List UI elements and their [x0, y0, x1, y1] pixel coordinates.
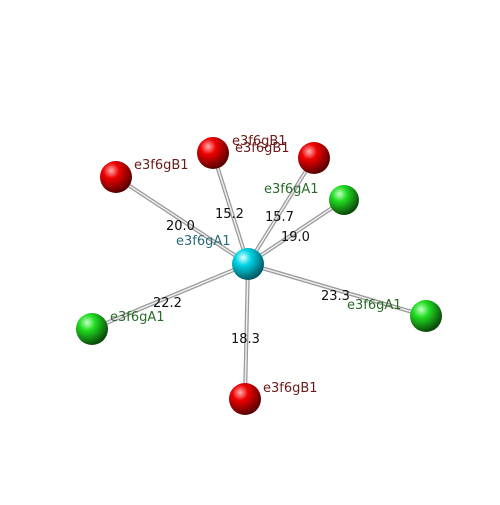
distance-label-4: 23.3 — [321, 289, 350, 304]
node-B-5[interactable] — [229, 383, 261, 415]
distance-label-3: 19.0 — [281, 230, 310, 245]
node-label-5: e3f6gB1 — [263, 381, 318, 396]
node-B-2[interactable] — [298, 142, 330, 174]
node-label-0: e3f6gB1 — [134, 158, 189, 173]
distance-label-6: 22.2 — [153, 296, 182, 311]
bond-highlight-1 — [212, 152, 249, 265]
bond-highlight-6 — [91, 263, 249, 330]
center-node[interactable] — [232, 248, 264, 280]
distance-label-2: 15.7 — [265, 210, 294, 225]
node-B-0[interactable] — [100, 161, 132, 193]
node-label-1: e3f6gB1 — [232, 134, 287, 149]
distance-label-0: 20.0 — [166, 219, 195, 234]
node-label-6: e3f6gA1 — [110, 310, 165, 325]
node-A-3[interactable] — [329, 185, 359, 215]
center-node-label: e3f6gA1 — [176, 234, 231, 249]
node-B-1[interactable] — [197, 137, 229, 169]
node-A-4[interactable] — [410, 300, 442, 332]
bond-highlight-5 — [244, 263, 249, 400]
node-label-4: e3f6gA1 — [347, 298, 402, 313]
distance-label-5: 18.3 — [231, 332, 260, 347]
node-label-3: e3f6gA1 — [264, 182, 319, 197]
bond-highlight-3 — [247, 199, 345, 265]
node-A-6[interactable] — [76, 313, 108, 345]
bond-highlight-0 — [115, 176, 249, 265]
distance-label-1: 15.2 — [215, 207, 244, 222]
bond-highlight-2 — [247, 157, 315, 265]
bond-highlight-4 — [247, 263, 427, 317]
node-label-2: e3f6gB1 — [235, 141, 290, 156]
